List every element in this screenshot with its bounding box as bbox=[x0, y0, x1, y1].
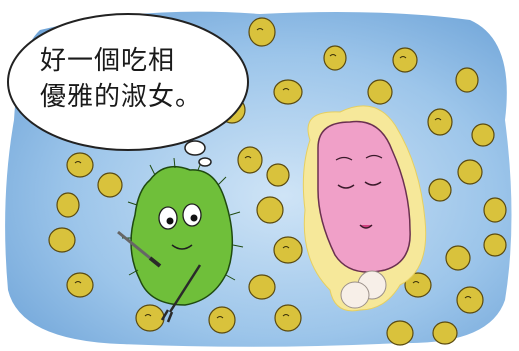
pink-mouth bbox=[359, 224, 373, 229]
caption-line-1: 好一個吃相 bbox=[40, 46, 176, 76]
knife-icon bbox=[117, 230, 162, 268]
green-microbe-body bbox=[130, 165, 234, 306]
pink-microbe bbox=[302, 105, 427, 312]
speech-bubble-text: 好一個吃相 優雅的淑女。 bbox=[40, 43, 230, 115]
green-eye-left bbox=[158, 206, 178, 230]
pink-eye-right bbox=[364, 181, 382, 186]
particle-faces bbox=[74, 28, 472, 319]
green-microbe bbox=[117, 157, 244, 323]
green-mouth bbox=[171, 244, 193, 250]
pink-microbe-body bbox=[317, 120, 411, 273]
caption-line-2: 優雅的淑女。 bbox=[40, 82, 203, 112]
fork-icon bbox=[160, 264, 202, 323]
speech-bubble bbox=[7, 13, 249, 167]
food-particles bbox=[48, 17, 507, 346]
pink-eye-left bbox=[337, 184, 355, 189]
green-eye-right bbox=[182, 203, 202, 227]
